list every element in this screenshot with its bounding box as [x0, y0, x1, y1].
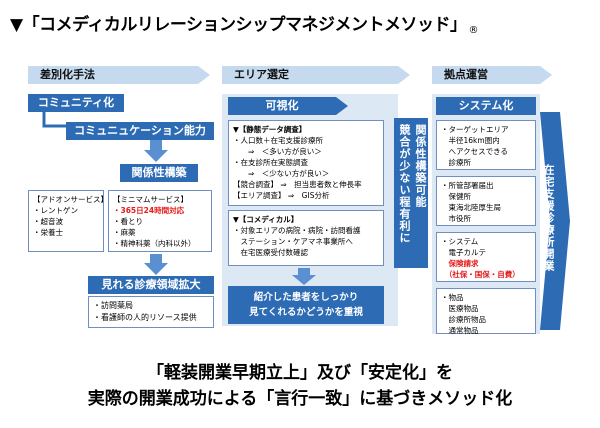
visualize-bar: 可視化 [228, 97, 336, 115]
community-bar: コミュニティ化 [28, 94, 124, 112]
static-line: 【エリア調査】 ⇒ GIS分析 [233, 191, 330, 200]
comedical-box: ▼【コメディカル】 ・対象エリアの病院・病院・訪問看護 ステーション・ケアマネ事… [228, 210, 384, 266]
visit-pharmacy: ・訪問薬局 [93, 301, 133, 310]
comedical-title: ▼【コメディカル】 [233, 215, 299, 224]
target-line: 診療所 [441, 158, 471, 167]
minimum-item: ・看とり [113, 217, 143, 226]
minimum-item: ・精神科薬（内科以外） [113, 239, 196, 248]
system-title: ・システム [441, 237, 479, 246]
header-base-operation: 拠点運営 [432, 66, 552, 84]
visible-scope-bar: 見れる診療領域拡大 [88, 276, 214, 294]
target-line: ・ターゲットエリア [441, 125, 509, 134]
nurse-resources: ・看護師の人的リソース提供 [93, 313, 197, 322]
system-line: 電子カルテ [441, 248, 486, 257]
title-text: ▼「コメディカルリレーションシップマネジメントメソッド」 [10, 15, 467, 35]
header-area-selection: エリア選定 [222, 66, 410, 84]
vertical-relationship: 関係性構築可能 [414, 124, 427, 208]
goods-line: 通常物品 [441, 326, 479, 335]
static-line: ・在支診所在実態調査 [233, 158, 308, 167]
static-title: ▼【静態データ調査】 [233, 125, 307, 134]
addon-service-box: 【アドオンサービス】 ・レントゲン ・超音波 ・栄養士 [28, 190, 108, 252]
office-line: 市役所 [441, 214, 471, 223]
opening-label: 在宅支援診療所開業 [542, 164, 555, 272]
minimum-service-box: 【ミニマムサービス】 ・365日24時間対応 ・看とり ・麻薬 ・精神科薬（内科… [108, 190, 212, 252]
conclusion-line-2: 実際の開業成功による「言行一致」に基づきメソッド化 [87, 389, 513, 409]
opening-arrow [540, 112, 570, 330]
down-arrow-3 [292, 268, 316, 285]
conclusion-line-1: 「軽装開業早期立上」及び「安定化」を [147, 363, 453, 383]
vertical-less-competition: 競合が少ない程有利に [398, 124, 411, 244]
addon-item: ・栄養士 [33, 228, 63, 237]
down-arrow-1 [144, 140, 168, 162]
comedical-line: ・対象エリアの病院・病院・訪問看護 [233, 226, 361, 235]
target-area-box: ・ターゲットエリア 半径16km圏内 へアクセスできる 診療所 [436, 120, 536, 170]
comedical-line: 在宅医療受付数確認 [233, 248, 308, 257]
target-line: へアクセスできる [441, 147, 508, 156]
office-box: ・所管部署届出 保健所 東海北陸厚生局 市役所 [436, 176, 536, 226]
visualize-arrowhead [336, 97, 348, 115]
down-arrow-2 [144, 254, 168, 275]
static-line: ⇒ ＜少ない方が良い＞ [233, 169, 330, 178]
goods-box: ・物品 医療物品 診療所物品 通常物品 [436, 288, 536, 335]
static-line: 【競合調査】 ⇒ 担当患者数と伸長率 [233, 180, 362, 189]
goods-line: 診療所物品 [441, 315, 486, 324]
static-data-box: ▼【静態データ調査】 ・人口数＋在宅支援診療所 ⇒ ＜多い方が良い＞ ・在支診所… [228, 120, 384, 206]
minimum-24h: ・365日24時間対応 [113, 206, 185, 215]
minimum-item: ・麻薬 [113, 228, 136, 237]
office-line: 保健所 [441, 192, 471, 201]
goods-line: 医療物品 [441, 304, 479, 313]
diagram-title: ▼「コメディカルリレーションシップマネジメントメソッド」® [10, 10, 590, 36]
office-line: 東海北陸厚生局 [441, 203, 501, 212]
addon-title: 【アドオンサービス】 [33, 195, 108, 204]
insurance-types: （社保・国保・自費） [441, 270, 520, 279]
comedical-line: ステーション・ケアマネ事業所へ [233, 237, 353, 246]
header-differentiation: 差別化手法 [28, 66, 210, 84]
result-box: 紹介した患者をしっかり 見てくれるかどうかを重視 [228, 286, 384, 324]
systemize-bar: システム化 [436, 97, 536, 115]
static-line: ⇒ ＜多い方が良い＞ [233, 147, 322, 156]
vertical-panel [394, 118, 428, 268]
relationship-bar: 関係性構築 [120, 164, 198, 182]
static-line: ・人口数＋在宅支援診療所 [233, 136, 323, 145]
office-line: ・所管部署届出 [441, 181, 494, 190]
minimum-title: 【ミニマムサービス】 [113, 195, 188, 204]
target-line: 半径16km圏内 [441, 136, 500, 145]
visit-box: ・訪問薬局 ・看護師の人的リソース提供 [88, 296, 214, 328]
system-box: ・システム 電子カルテ 保険請求 （社保・国保・自費） [436, 232, 536, 282]
communication-bar: コミュニュケーション能力 [66, 122, 214, 140]
connector-community [42, 112, 66, 128]
insurance-billing: 保険請求 [441, 259, 479, 268]
registered-mark: ® [468, 25, 479, 36]
addon-item: ・レントゲン [33, 206, 78, 215]
goods-line: ・物品 [441, 293, 464, 302]
addon-item: ・超音波 [33, 217, 63, 226]
